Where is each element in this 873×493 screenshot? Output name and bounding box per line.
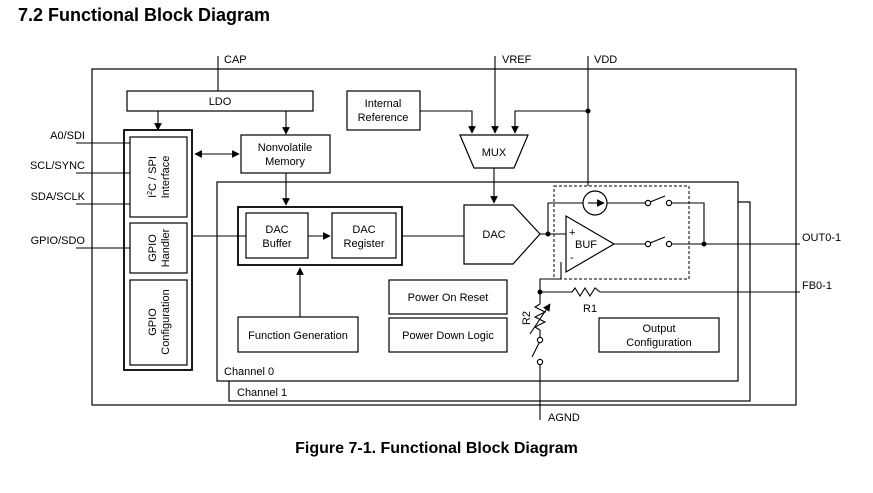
power-down-logic-label: Power Down Logic [402,330,494,342]
output-configuration-block [598,317,720,353]
gpio-handler-label-2: Handler [160,228,172,267]
vdd-pin-label: VDD [594,54,617,66]
cap-pin-label: CAP [224,54,247,66]
internal-reference-label-2: Reference [358,112,409,124]
channel-1-label: Channel 1 [237,387,287,399]
gpio-handler-block [129,222,188,274]
internal-reference-block [346,90,421,131]
fb-pin-label: FB0-1 [802,280,832,292]
gpio-handler-label-1: GPIO [147,234,159,262]
nonvolatile-memory-block [240,134,331,174]
buf-label: BUF [575,239,597,251]
r2-label: R2 [521,311,533,325]
output-configuration-label-1: Output [642,323,675,335]
mux-block [459,134,529,169]
gpio-configuration-block [129,279,188,366]
dac-buffer-label-1: DAC [265,224,288,236]
nonvolatile-memory-label-2: Memory [265,156,305,168]
output-configuration-label-2: Configuration [626,337,691,349]
channel-0-label: Channel 0 [224,366,274,378]
dac-block [463,204,541,265]
agnd-pin-label: AGND [548,412,580,424]
mux-label: MUX [482,147,507,159]
dac-label: DAC [482,229,505,241]
r1-label: R1 [583,303,597,315]
out-pin-label: OUT0-1 [802,232,841,244]
buf-minus-label: - [570,252,574,264]
nonvolatile-memory-label-1: Nonvolatile [258,142,312,154]
power-on-reset-block [388,279,508,315]
function-generation-block [237,316,359,353]
scl-sync-pin-label: SCL/SYNC [30,160,85,172]
a0-sdi-pin-label: A0/SDI [50,130,85,142]
power-on-reset-label: Power On Reset [408,292,489,304]
sda-sclk-pin-label: SDA/SCLK [31,191,86,203]
buf-plus-label: + [569,227,575,239]
dac-register-block [331,212,397,259]
internal-reference-label-1: Internal [365,98,402,110]
section-heading: 7.2 Functional Block Diagram [18,5,271,25]
buf-amplifier [565,214,616,274]
ldo-block [126,90,314,112]
function-generation-label: Function Generation [248,330,348,342]
output-buffer-region [553,185,690,280]
i2c-spi-interface-block [129,136,188,218]
gpio-configuration-label-1: GPIO [147,308,159,336]
power-down-logic-block [388,317,508,353]
figure-caption: Figure 7-1. Functional Block Diagram [295,440,578,457]
gpio-configuration-label-2: Configuration [160,289,172,354]
gpio-sdo-pin-label: GPIO/SDO [31,235,86,247]
i2c-spi-interface-label-2: Interface [160,156,172,199]
i2c-spi-interface-label: I2C / SPI [147,156,159,198]
vref-pin-label: VREF [502,54,532,66]
dac-buffer-label-2: Buffer [262,238,291,250]
dac-register-label-1: DAC [352,224,375,236]
r1-resistor [571,286,601,298]
ldo-label: LDO [209,96,232,108]
dac-register-label-2: Register [344,238,385,250]
